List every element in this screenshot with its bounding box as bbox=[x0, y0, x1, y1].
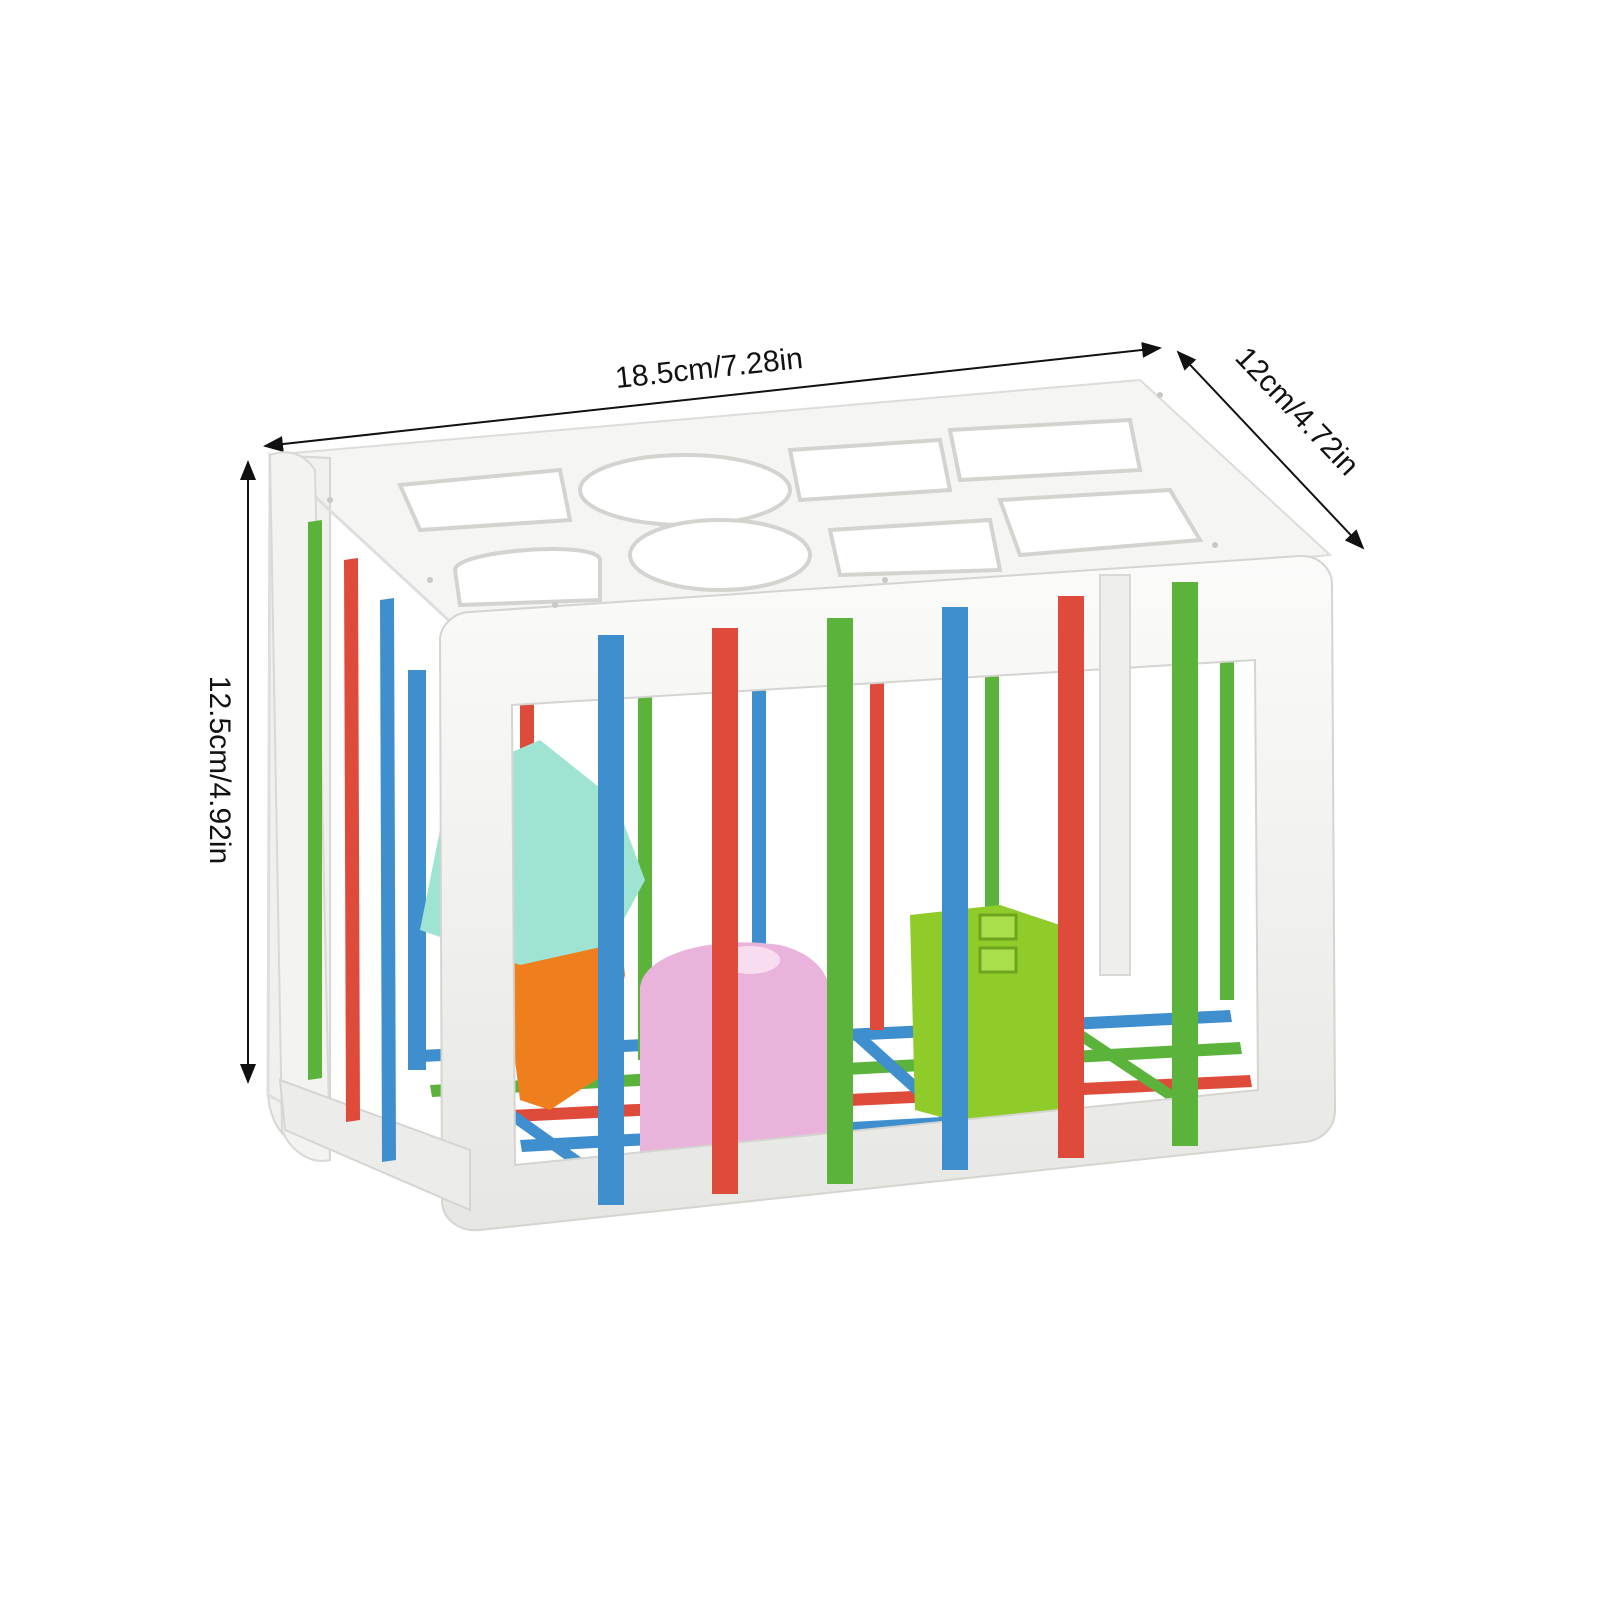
strap bbox=[942, 607, 968, 1170]
depth-label: 12cm/4.72in bbox=[1229, 341, 1365, 482]
height-dimension: 12.5cm/4.92in bbox=[203, 460, 256, 1084]
front-straps bbox=[598, 582, 1198, 1205]
strap bbox=[598, 635, 624, 1205]
side-straps bbox=[308, 520, 396, 1162]
star-block bbox=[510, 930, 625, 1110]
width-label: 18.5cm/7.28in bbox=[614, 342, 805, 395]
front-frame bbox=[438, 554, 1337, 1232]
frame-rivets bbox=[327, 392, 1218, 608]
strap bbox=[712, 628, 738, 1194]
strap bbox=[1058, 596, 1084, 1158]
strap bbox=[1172, 582, 1198, 1146]
height-label: 12.5cm/4.92in bbox=[203, 676, 236, 864]
lid-shape-holes bbox=[397, 417, 1204, 608]
strap bbox=[827, 618, 853, 1184]
